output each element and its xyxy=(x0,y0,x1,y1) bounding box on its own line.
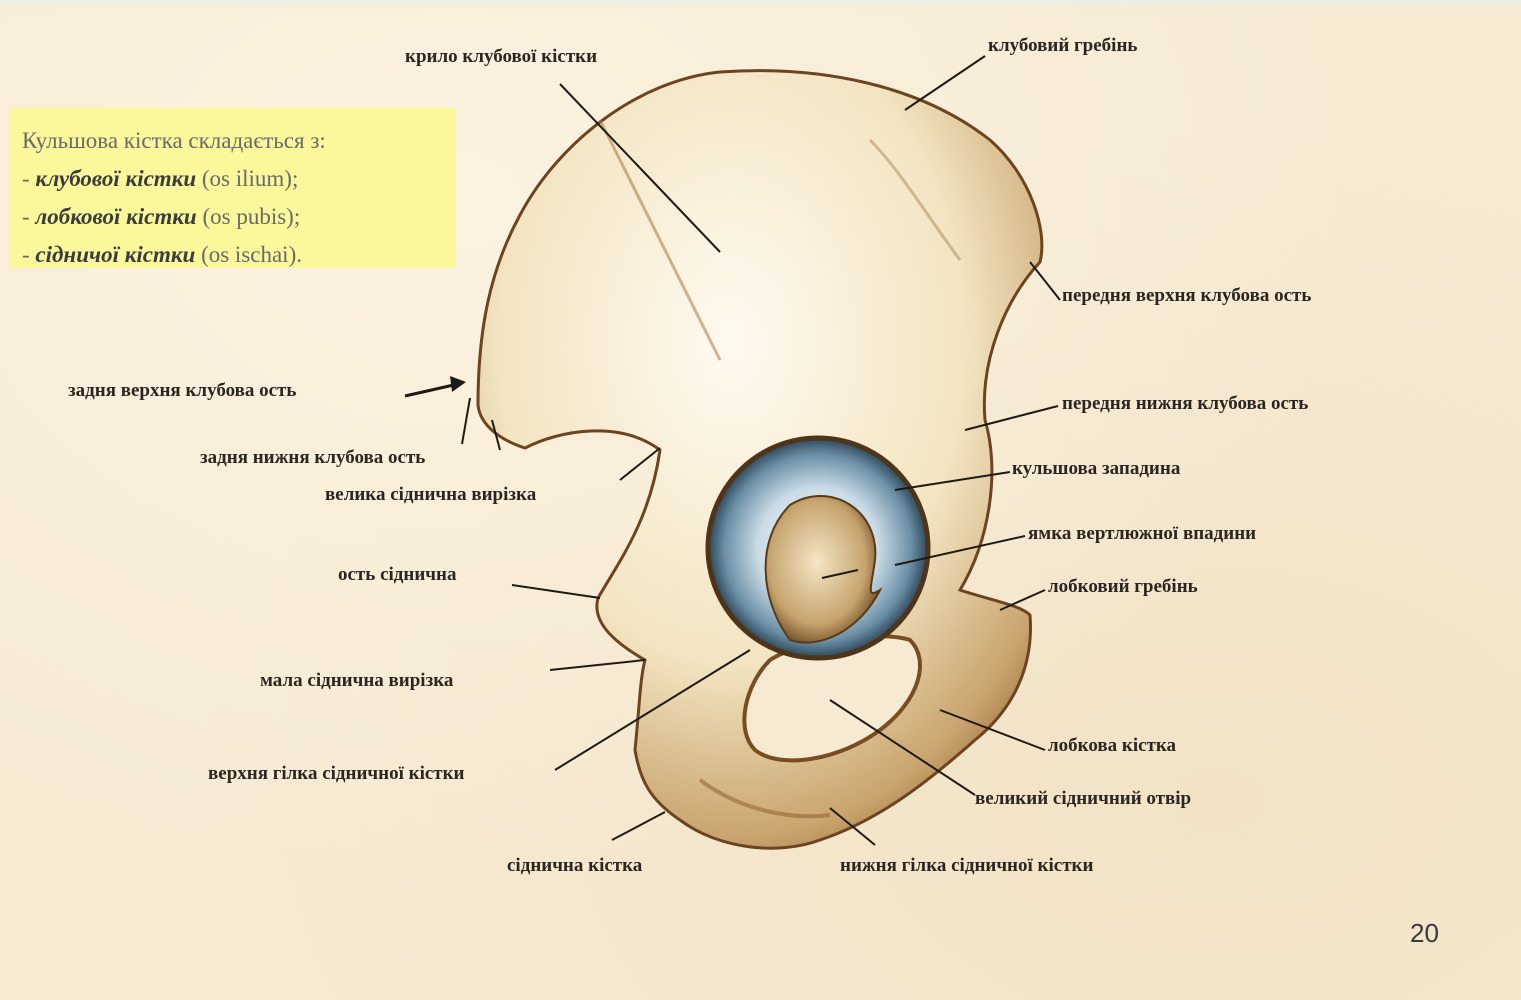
label-ischium: сіднична кістка xyxy=(507,855,642,877)
label-lesser-notch: мала сіднична вирізка xyxy=(260,670,453,692)
info-intro: Кульшова кістка складається з: xyxy=(22,122,444,160)
label-pubic-crest: лобковий гребінь xyxy=(1048,576,1198,598)
label-post-sup-spine: задня верхня клубова ость xyxy=(68,380,296,402)
label-inf-ramus: нижня гілка сідничної кістки xyxy=(840,855,1093,877)
page-number: 20 xyxy=(1410,918,1439,949)
arrow-line xyxy=(405,384,458,396)
label-acetabulum: кульшова западина xyxy=(1012,458,1180,480)
info-item: - сідничої кістки (os ischai). xyxy=(22,236,444,274)
label-iliac-crest: клубовий гребінь xyxy=(988,35,1137,57)
label-pubic-bone: лобкова кістка xyxy=(1048,735,1176,757)
label-obturator: великий сідничний отвір xyxy=(975,788,1191,810)
info-item: - клубової кістки (os ilium); xyxy=(22,160,444,198)
label-ant-sup-spine: передня верхня клубова ость xyxy=(1062,285,1311,307)
label-sup-ramus: верхня гілка сідничної кістки xyxy=(208,763,465,785)
info-box: Кульшова кістка складається з: - клубово… xyxy=(10,108,456,268)
label-ischial-spine: ость сіднична xyxy=(338,564,456,586)
label-wing-ilium: крило клубової кістки xyxy=(405,46,597,68)
label-acetabular-fossa: ямка вертлюжної впадини xyxy=(1028,523,1256,545)
info-item: - лобкової кістки (os pubis); xyxy=(22,198,444,236)
arrow-head-icon xyxy=(450,376,466,392)
label-greater-notch: велика сіднична вирізка xyxy=(325,484,536,506)
label-post-inf-spine: задня нижня клубова ость xyxy=(200,447,425,469)
label-ant-inf-spine: передня нижня клубова ость xyxy=(1062,393,1308,415)
